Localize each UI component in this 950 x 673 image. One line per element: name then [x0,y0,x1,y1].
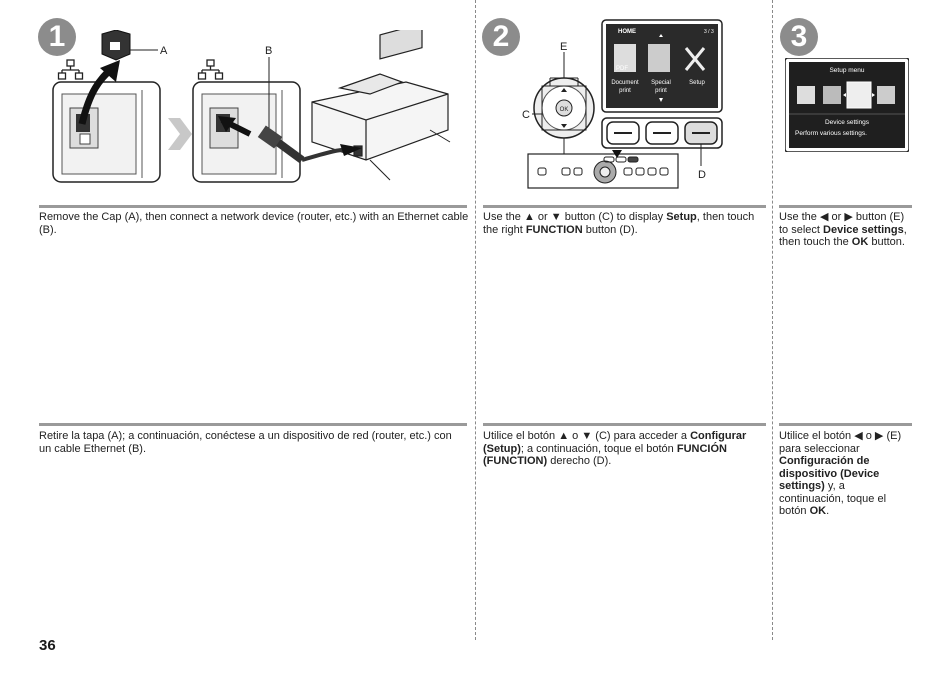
configuracion-keyword: Configuración de dispositivo (Device set… [779,455,880,492]
step-3-es-part: Utilice el botón [779,430,855,442]
network-icon [197,59,224,80]
section-rule-en-2 [483,205,766,208]
step-2-es-part: derecho (D). [547,455,612,467]
step-3-es-part: o [862,430,875,442]
next-step-arrow [168,118,192,150]
section-rule-es-1 [39,423,467,426]
section-rule-en-3 [779,205,912,208]
left-triangle-icon: ◀ [819,211,829,223]
step-2-text-en: Use the ▲ or ▼ button (C) to display Set… [483,211,768,236]
screen-item-special: Special [651,80,671,86]
step-1-number: 1 [38,18,76,56]
step-2-es-part: Utilice el botón [483,430,559,442]
device-settings-item: Device settings [825,119,870,126]
step-1-en-text: Remove the Cap (A), then connect a netwo… [39,211,469,236]
down-triangle-icon: ▼ [581,430,593,442]
configurar-keyword: Configurar (Setup) [483,430,747,455]
step-2-en-part: , then touch the right [483,211,755,236]
label-e: E [560,41,567,53]
ok-keyword: OK [851,236,869,248]
up-button [561,88,567,92]
step-2-illustration: HOME 3 / 3 PDF Document print Special pr… [522,19,723,189]
up-triangle-icon: ▲ [558,430,570,442]
step-3-es-part: (E) para seleccionar [779,430,902,455]
step-3-illustration: Setup menu Device settings Perform vario… [785,58,909,152]
step-3-number: 3 [780,18,818,56]
step-1-illustration: A B [52,30,451,183]
device-settings-keyword: Device settings [823,223,904,236]
step-2-es-part: ; a continuación, toque el botón [520,442,677,455]
step-2-en-part: button (D). [582,223,638,236]
column-separator-2 [772,0,773,640]
step-3-es-part: y, a continuación, toque el botón [779,480,887,517]
step-2-number: 2 [482,18,520,56]
screen-item-special-print: print [655,88,667,94]
setup-menu-title: Setup menu [829,67,864,74]
section-rule-es-3 [779,423,912,426]
step-3-en-part: , then touch the [779,223,907,249]
left-triangle-icon: ◀ [854,430,863,442]
setup-keyword: Setup [666,211,697,223]
label-a: A [160,45,168,57]
cap-a [101,30,131,61]
funcion-keyword: FUNCIÓN (FUNCTION) [483,442,727,468]
step-2-en-part: Use the [483,211,524,223]
label-b: B [265,45,272,57]
ok-button: OK [560,107,569,113]
step-2-es-part: o [569,430,582,442]
step-2-en-part: or [534,211,551,223]
step-1-text-en: Remove the Cap (A), then connect a netwo… [39,211,471,236]
ethernet-cable-b [257,125,305,164]
label-d: D [698,169,706,181]
step-1-es-text: Retire la tapa (A); a continuación, coné… [39,430,452,455]
step-3-text-es: Utilice el botón ◀ o ▶ (E) para seleccio… [779,430,907,518]
function-keyword: FUNCTION [525,223,583,236]
step-2-en-part: button (C) to display [561,211,667,223]
up-triangle-icon: ▲ [523,211,535,223]
right-triangle-icon: ▶ [874,430,884,442]
step-3-es-part: . [826,505,830,517]
down-triangle-icon: ▼ [550,211,562,223]
section-rule-en-1 [39,205,467,208]
device-settings-description: Perform various settings. [795,130,867,137]
page-number: 36 [39,637,56,654]
step-1-text-es: Retire la tapa (A); a continuación, coné… [39,430,467,455]
home-title: HOME [618,29,636,35]
pdf-badge: PDF [616,66,628,72]
network-icon [57,59,84,80]
column-separator-1 [475,0,476,640]
screen-item-setup: Setup [689,80,705,86]
ok-keyword: OK [809,505,827,517]
step-3-en-part: Use the [779,211,820,223]
step-2-text-es: Utilice el botón ▲ o ▼ (C) para acceder … [483,430,768,468]
page-indicator: 3 / 3 [704,29,714,35]
step-3-text-en: Use the ◀ or ▶ button (E) to select Devi… [779,211,911,249]
right-triangle-icon: ▶ [844,211,853,223]
screen-item-document-print: print [619,88,631,94]
label-c: C [522,109,530,121]
screen-item-document: Document [611,80,639,86]
section-rule-es-2 [483,423,766,426]
step-2-es-part: (C) para acceder a [592,430,691,442]
down-button [561,124,567,128]
step-3-en-part: or [828,211,845,223]
step-3-en-part: button (E) to select [779,211,905,236]
step-3-en-part: button. [868,236,905,248]
printer [311,30,449,161]
